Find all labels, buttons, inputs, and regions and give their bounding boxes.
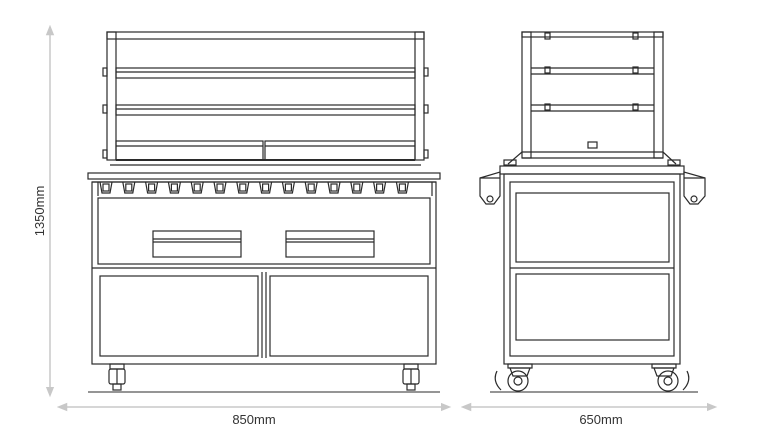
tray-inner bbox=[102, 183, 110, 192]
side-width-dimension: 650mm bbox=[460, 402, 718, 427]
tray-profile bbox=[350, 181, 364, 194]
tray-inner bbox=[398, 183, 406, 192]
side-countertop bbox=[479, 165, 706, 205]
tray-profile bbox=[395, 181, 409, 194]
side-body bbox=[503, 173, 681, 365]
tray-profile bbox=[281, 181, 295, 194]
tray-inner bbox=[239, 183, 247, 192]
tray-inner bbox=[307, 183, 315, 192]
side-castor-right bbox=[651, 363, 690, 392]
tray-inner bbox=[330, 183, 338, 192]
tray-inner bbox=[125, 183, 133, 192]
front-castor-right bbox=[402, 363, 420, 391]
side-width-dimension-label: 650mm bbox=[579, 412, 622, 427]
side-view bbox=[479, 31, 706, 393]
tray-profile bbox=[259, 181, 273, 194]
side-castor-left bbox=[494, 363, 533, 392]
tray-inner bbox=[216, 183, 224, 192]
tray-inner bbox=[170, 183, 178, 192]
tray-profile bbox=[122, 181, 136, 194]
front-countertop bbox=[87, 172, 441, 183]
tray-profile bbox=[304, 181, 318, 194]
tray-inner bbox=[262, 183, 270, 192]
front-view bbox=[87, 31, 441, 393]
tray-inner bbox=[148, 183, 156, 192]
tray-inner bbox=[284, 183, 292, 192]
tray-profile bbox=[167, 181, 181, 194]
front-castor-left bbox=[108, 363, 126, 391]
tray-profile bbox=[190, 181, 204, 194]
front-width-dimension-label: 850mm bbox=[232, 412, 275, 427]
front-gantry bbox=[102, 31, 429, 166]
tray-profile bbox=[236, 181, 250, 194]
tray-profile bbox=[99, 181, 113, 194]
height-dimension-label: 1350mm bbox=[32, 186, 47, 237]
tray-inner bbox=[376, 183, 384, 192]
tray-inner bbox=[353, 183, 361, 192]
tray-profile bbox=[213, 181, 227, 194]
side-gantry bbox=[503, 31, 681, 166]
front-width-dimension: 850mm bbox=[56, 402, 452, 427]
tray-profile bbox=[373, 181, 387, 194]
tray-inner bbox=[193, 183, 201, 192]
tray-profile bbox=[327, 181, 341, 194]
front-body bbox=[91, 181, 437, 365]
front-tray-row bbox=[97, 181, 433, 196]
tray-profile bbox=[145, 181, 159, 194]
height-dimension: 1350mm bbox=[32, 24, 55, 398]
